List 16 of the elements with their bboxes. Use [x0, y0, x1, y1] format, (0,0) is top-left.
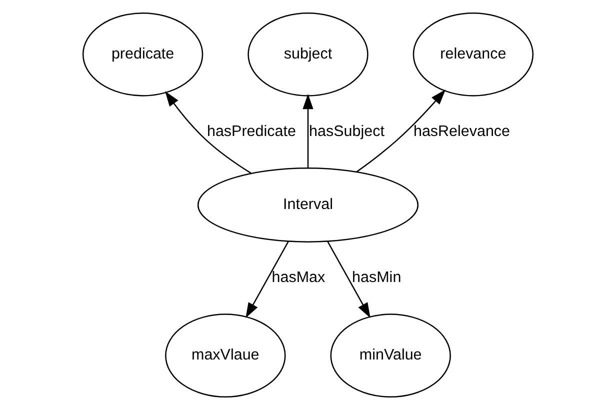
edge-label: hasMax — [271, 269, 325, 286]
node-ellipse: relevance — [412, 12, 534, 96]
node-ellipse: maxVlaue — [164, 314, 286, 398]
arrow — [164, 91, 251, 174]
edge-label: hasPredicate — [206, 122, 296, 140]
arrow — [326, 241, 370, 318]
arrow — [302, 94, 313, 168]
arrow — [245, 241, 288, 318]
edge-label: hasRelevance — [412, 122, 510, 140]
node-ellipse: minValue — [330, 314, 450, 398]
edge-label: hasMin — [352, 269, 401, 286]
node-ellipse: Interval — [196, 168, 418, 242]
node-ellipse: predicate — [82, 12, 203, 96]
edge-label: hasSubject — [308, 122, 384, 140]
arrow — [356, 90, 446, 172]
node-ellipse: subject — [247, 12, 368, 96]
